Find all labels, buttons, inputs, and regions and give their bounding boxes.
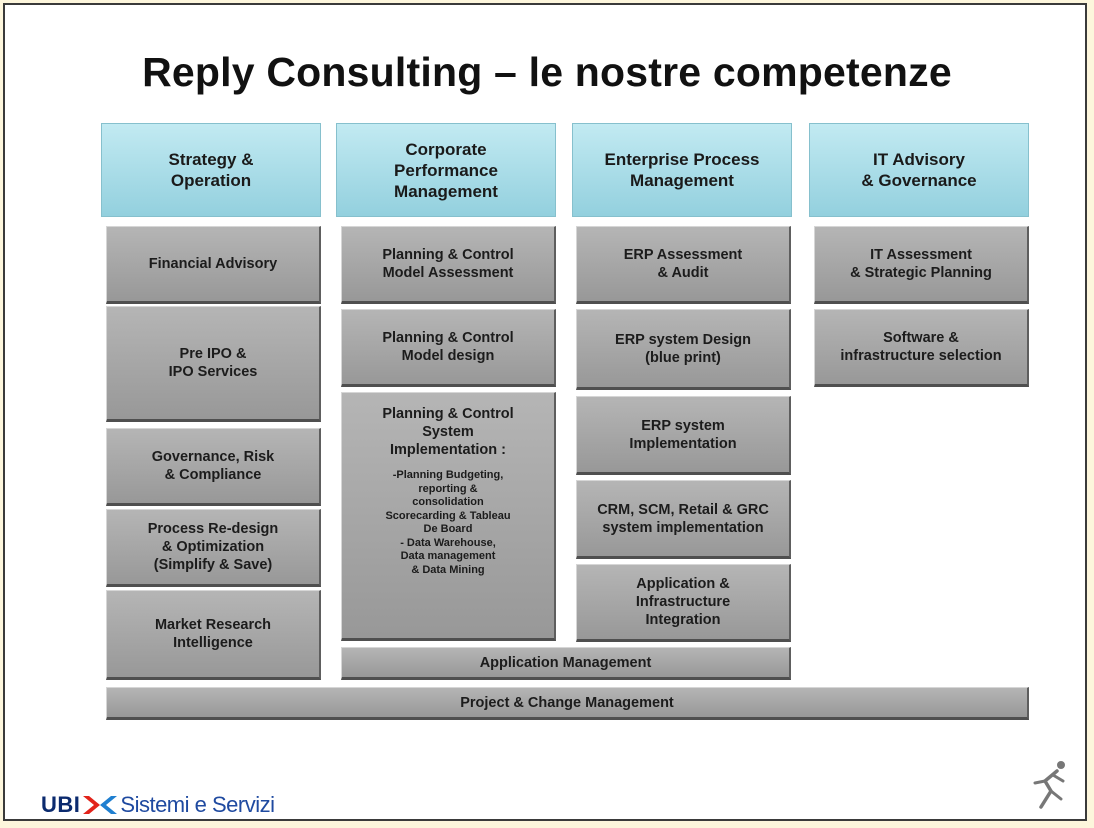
box-erp-design: ERP system Design (blue print) bbox=[576, 309, 791, 390]
box-planning-control-assessment: Planning & Control Model Assessment bbox=[341, 226, 556, 304]
box-planning-control-implementation: Planning & Control System Implementation… bbox=[341, 392, 556, 641]
bar-application-management: Application Management bbox=[341, 647, 791, 680]
box-application-integration: Application & Infrastructure Integration bbox=[576, 564, 791, 642]
box-process-redesign: Process Re-design & Optimization (Simpli… bbox=[106, 509, 321, 587]
header-corporate-performance: Corporate Performance Management bbox=[336, 123, 556, 217]
header-strategy-operation: Strategy & Operation bbox=[101, 123, 321, 217]
box-software-selection: Software & infrastructure selection bbox=[814, 309, 1029, 387]
box-pre-ipo-services: Pre IPO & IPO Services bbox=[106, 306, 321, 422]
bar-project-change-management: Project & Change Management bbox=[106, 687, 1029, 720]
header-enterprise-process: Enterprise Process Management bbox=[572, 123, 792, 217]
box-it-assessment: IT Assessment & Strategic Planning bbox=[814, 226, 1029, 304]
slide-title: Reply Consulting – le nostre competenze bbox=[142, 49, 952, 95]
logo-mark-icon bbox=[83, 796, 118, 814]
logo-brand-text: Sistemi e Servizi bbox=[120, 792, 275, 817]
implementation-title: Planning & Control System Implementation… bbox=[382, 406, 514, 458]
runner-icon bbox=[1033, 761, 1065, 809]
slide: Reply Consulting – le nostre competenze … bbox=[3, 3, 1087, 821]
box-market-research: Market Research Intelligence bbox=[106, 590, 321, 680]
implementation-details: -Planning Budgeting, reporting & consoli… bbox=[385, 469, 511, 576]
ubi-logo: UBI Sistemi e Servizi bbox=[41, 792, 275, 817]
header-it-advisory: IT Advisory & Governance bbox=[809, 123, 1029, 217]
logo-ubi-text: UBI bbox=[41, 792, 81, 817]
box-erp-implementation: ERP system Implementation bbox=[576, 396, 791, 475]
box-crm-scm-retail-grc: CRM, SCM, Retail & GRC system implementa… bbox=[576, 480, 791, 559]
implementation-content: Planning & Control System Implementation… bbox=[382, 405, 513, 577]
box-financial-advisory: Financial Advisory bbox=[106, 226, 321, 304]
box-governance-risk-compliance: Governance, Risk & Compliance bbox=[106, 428, 321, 506]
box-erp-assessment: ERP Assessment & Audit bbox=[576, 226, 791, 304]
box-planning-control-design: Planning & Control Model design bbox=[341, 309, 556, 387]
